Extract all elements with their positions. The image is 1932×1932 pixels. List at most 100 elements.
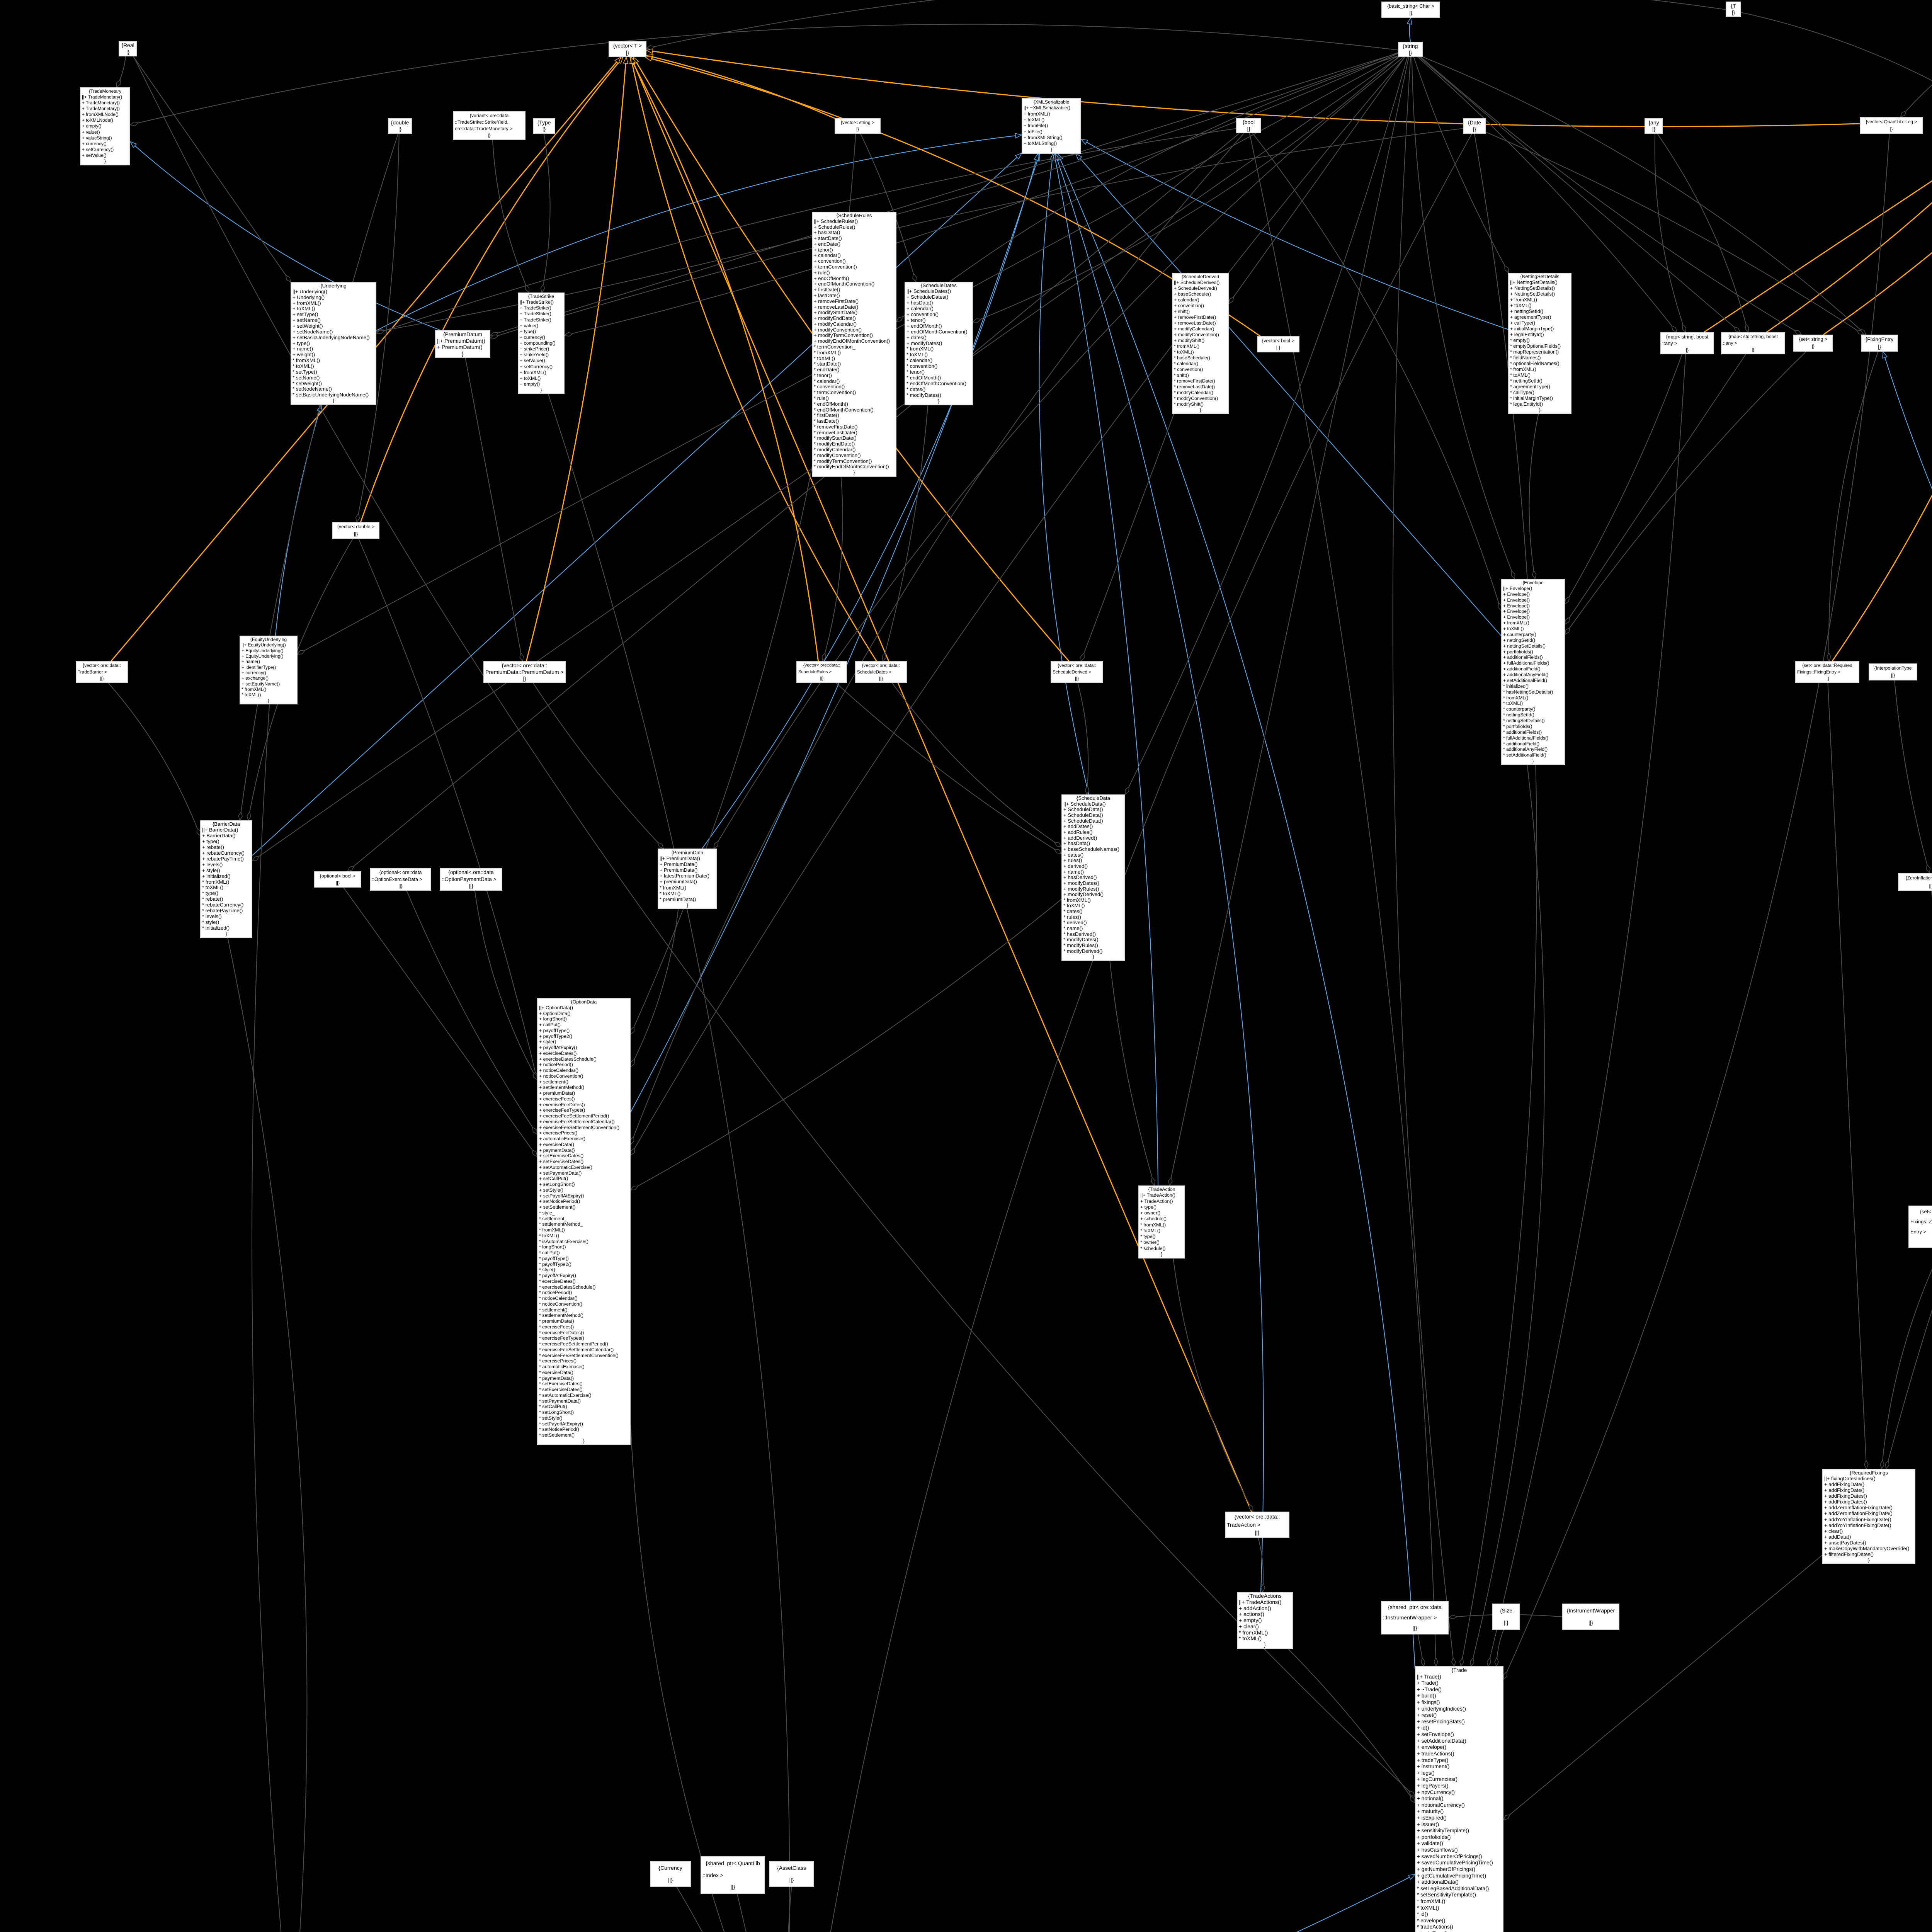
class-node-schedule_dates[interactable]: {ScheduleDates||+ ScheduleDates()+ Sched… [905, 282, 973, 405]
class-node-premium_datum[interactable]: {PremiumDatum||+ PremiumDatum()+ Premium… [435, 330, 490, 358]
class-node-optional_exercise[interactable]: {optional< ore::data::OptionExerciseData… [370, 868, 431, 891]
node-line: {ScheduleDates [921, 282, 957, 288]
class-node-premium_data[interactable]: {PremiumData||+ PremiumData()+ PremiumDa… [658, 849, 717, 909]
node-line: + envelope() [1417, 1744, 1447, 1750]
node-line: + ScheduleData() [1063, 812, 1103, 818]
class-node-set_string[interactable]: {set< string >|} [1793, 335, 1833, 352]
class-node-fixing_entry[interactable]: {FixingEntry|} [1861, 335, 1898, 352]
node-line: * fromXML() [906, 346, 934, 352]
node-line: {PremiumDatum [443, 331, 482, 337]
class-node-required_fixings[interactable]: {RequiredFixings||+ fixingDatesIndices()… [1822, 1469, 1915, 1564]
node-line: + clear() [1239, 1623, 1259, 1629]
class-node-set_zero[interactable]: {set< ore::data::RequiredFixings::ZeroIn… [1908, 1206, 1932, 1248]
class-node-envelope[interactable]: {Envelope||+ Envelope()+ Envelope()+ Env… [1501, 579, 1565, 765]
class-node-basic_string[interactable]: {basic_string< Char >|} [1381, 2, 1440, 18]
class-node-date_box[interactable]: {Date|} [1463, 118, 1486, 134]
class-node-trade_action[interactable]: {TradeAction||+ TradeAction()+ TradeActi… [1138, 1185, 1185, 1259]
class-node-zero_inflation_fixing_entry[interactable]: {ZeroInflationFixingEntry||} [1898, 873, 1932, 891]
node-line: + startDate() [814, 235, 842, 242]
class-node-vector_premium_datum[interactable]: {vector< ore::data::PremiumData::Premium… [483, 661, 566, 683]
node-line: {NettingSetDetails [1520, 274, 1560, 279]
edge [1054, 154, 1158, 1186]
class-node-shared_ptr_iw[interactable]: {shared_ptr< ore::data::InstrumentWrappe… [1381, 1601, 1449, 1634]
class-node-map_string_any[interactable]: {map< string, boost::any >|} [1660, 332, 1714, 354]
node-line: * modifyDates() [1063, 937, 1099, 943]
class-node-t_box[interactable]: {T|} [1726, 2, 1741, 17]
class-node-bool_box[interactable]: {bool|} [1236, 118, 1261, 133]
class-node-vector_double[interactable]: {vector< double >||} [332, 522, 379, 539]
class-node-barrier_data[interactable]: {BarrierData||+ BarrierData()+ BarrierDa… [200, 820, 252, 938]
class-node-asset_class[interactable]: {AssetClass||} [769, 1861, 814, 1887]
class-node-underlying[interactable]: {Underlying||+ Underlying()+ Underlying(… [291, 282, 376, 405]
node-line: {optional< ore::data [379, 869, 422, 875]
node-line: } [1539, 407, 1541, 413]
class-node-vector_schedule_rules[interactable]: {vector< ore::data::ScheduleRules >||} [796, 661, 847, 683]
node-line: + OptionData() [539, 1010, 571, 1016]
node-line: + addZeroInflationFixingDate() [1824, 1510, 1893, 1517]
class-node-schedule_derived[interactable]: {ScheduleDerived||+ ScheduleDerived()+ S… [1172, 273, 1229, 414]
class-node-trade[interactable]: {Trade||+ Trade()+ Trade()+ ~Trade()+ bu… [1415, 1666, 1503, 1932]
node-line: * tradeActions() [1417, 1924, 1453, 1930]
class-node-netting_set_details[interactable]: {NettingSetDetails||+ NettingSetDetails(… [1508, 273, 1571, 414]
class-node-instrument_wrapper[interactable]: {InstrumentWrapper||} [1562, 1604, 1619, 1630]
class-node-interpolation_type[interactable]: {InterpolationType||} [1869, 663, 1917, 680]
class-node-currency_box[interactable]: {Currency||} [650, 1861, 691, 1887]
class-node-vector_leg[interactable]: {vector< QuantLib::Leg >|} [1860, 117, 1923, 134]
edge [1823, 252, 1932, 335]
class-node-real[interactable]: {Real|} [119, 41, 137, 56]
class-node-schedule_data[interactable]: {ScheduleData||+ ScheduleData()+ Schedul… [1061, 794, 1125, 961]
class-node-vector_bool[interactable]: {vector< bool >||} [1257, 336, 1299, 352]
node-line: ore::data::TradeMonetary > [455, 126, 513, 131]
class-node-trade_monetary[interactable]: {TradeMonetary||+ TradeMonetary()+ Trade… [80, 87, 130, 165]
node-line: * setNoticePeriod() [539, 1427, 579, 1432]
edge [860, 133, 917, 282]
class-node-optional_payment[interactable]: {optional< ore::data::OptionPaymentData … [440, 868, 502, 891]
edge [1654, 133, 1687, 333]
class-node-vector_trade_action[interactable]: {vector< ore::data::TradeAction >||} [1225, 1512, 1289, 1538]
node-line: |} [1409, 10, 1412, 16]
class-node-xml_serializable[interactable]: {XMLSerializable||+ ~XMLSerializable()+ … [1022, 98, 1081, 154]
node-line: {vector< T > [613, 43, 642, 49]
edge [836, 683, 1062, 854]
node-line: * tenor() [814, 372, 832, 378]
node-line: * initialized() [202, 925, 230, 931]
class-node-double_box[interactable]: {double|} [388, 118, 412, 134]
class-node-shared_ptr_index[interactable]: {shared_ptr< QuantLib::Index >||} [701, 1856, 765, 1894]
node-line: {vector< bool > [1262, 338, 1294, 344]
class-node-vector_schedule_dates[interactable]: {vector< ore::data::ScheduleDates >||} [855, 661, 907, 683]
class-node-string_box[interactable]: {string|} [1398, 42, 1423, 57]
class-node-map_stdstring_any[interactable]: {map< std::string, boost::any >|} [1721, 332, 1785, 354]
node-line: + removeLastDate() [814, 304, 859, 310]
node-line: ||+ PremiumDatum() [437, 337, 485, 344]
class-node-vector_trade_barrier[interactable]: {vector< ore::data::TradeBarrier >||} [76, 661, 128, 683]
node-line: * tenor() [906, 369, 925, 375]
node-line: + toFile() [1024, 129, 1043, 134]
class-node-any_box[interactable]: {any|} [1645, 118, 1663, 134]
class-node-trade_strike[interactable]: {TradeStrike||+ TradeStrike()+ TradeStri… [518, 293, 565, 394]
class-node-vector_t[interactable]: {vector< T >|} [609, 41, 646, 57]
class-node-equity_underlying[interactable]: {EquityUnderlying||+ EquityUnderlying()+… [240, 636, 298, 704]
class-node-variant[interactable]: {variant< ore::data::TradeStrike::Strike… [453, 111, 526, 140]
node-line: * toXML() [242, 692, 261, 698]
node-line: * exerciseFeeDates() [539, 1330, 584, 1335]
class-node-vector_string[interactable]: {vector< string >|} [835, 118, 881, 134]
class-node-optional_bool[interactable]: {optional< bool >||} [314, 871, 361, 888]
class-node-trade_actions[interactable]: {TradeActions||+ TradeActions()+ addActi… [1237, 1592, 1293, 1649]
node-line: * fromXML() [1510, 367, 1536, 372]
node-line: * convention() [814, 384, 845, 390]
node-line: } [1868, 1557, 1870, 1563]
node-line: + latestPremiumDate() [660, 873, 709, 879]
class-node-size_box[interactable]: {Size||} [1492, 1604, 1520, 1630]
class-node-option_data[interactable]: {OptionData||+ OptionData()+ OptionData(… [537, 998, 631, 1445]
node-line: + convention() [906, 311, 939, 317]
node-line: ||} [1825, 676, 1829, 681]
class-node-vector_schedule_derived[interactable]: {vector< ore::data::ScheduleDerived >||} [1051, 661, 1103, 683]
node-line: * hasNettingSetDetails() [1503, 689, 1553, 695]
class-node-type_box[interactable]: {Type|} [533, 118, 555, 134]
edge [252, 153, 1022, 856]
class-node-schedule_rules[interactable]: {ScheduleRules||+ ScheduleRules()+ Sched… [812, 212, 896, 477]
node-line: + setWeight() [293, 323, 323, 329]
node-line: + fromXML() [1503, 620, 1529, 626]
